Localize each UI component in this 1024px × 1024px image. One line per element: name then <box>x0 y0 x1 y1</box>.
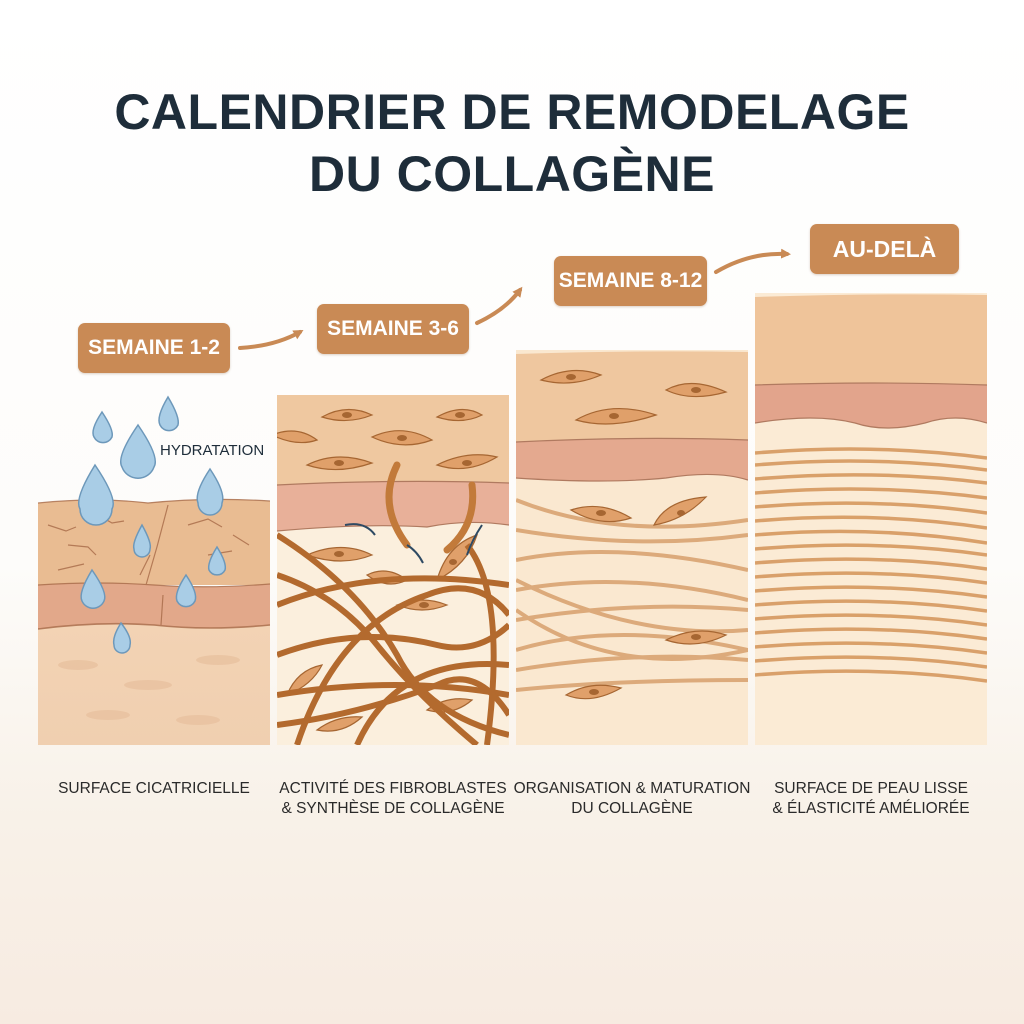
caption-line: SURFACE DE PEAU LISSE <box>774 780 968 797</box>
panel-fibroblast-activity <box>277 395 509 745</box>
page-title-line-2: DU COLLAGÈNE <box>309 146 715 202</box>
timeline-arrows <box>238 248 791 350</box>
stage-badge-week-3-6: SEMAINE 3-6 <box>317 304 469 354</box>
caption-collagen-organization: ORGANISATION & MATURATION DU COLLAGÈNE <box>510 779 754 819</box>
caption-line: ORGANISATION & MATURATION <box>513 780 751 797</box>
panel-smooth-skin <box>755 293 987 745</box>
caption-line: & SYNTHÈSE DE COLLAGÈNE <box>281 800 505 817</box>
stage-badge-week-1-2: SEMAINE 1-2 <box>78 323 230 373</box>
page-title-line-1: CALENDRIER DE REMODELAGE <box>114 84 910 140</box>
hydration-label: HYDRATATION <box>160 442 265 459</box>
water-drops-icon <box>77 395 227 654</box>
stage-badge-week-8-12: SEMAINE 8-12 <box>554 256 707 306</box>
caption-fibroblast-activity: ACTIVITÉ DES FIBROBLASTES & SYNTHÈSE DE … <box>272 779 514 819</box>
stage-badge-beyond: AU-DELÀ <box>810 224 959 274</box>
caption-line: SURFACE CICATRICIELLE <box>58 780 250 797</box>
caption-scar-surface: SURFACE CICATRICIELLE <box>38 779 270 799</box>
panel-collagen-organization <box>516 350 748 745</box>
caption-smooth-skin: SURFACE DE PEAU LISSE & ÉLASTICITÉ AMÉLI… <box>755 779 987 819</box>
caption-line: & ÉLASTICITÉ AMÉLIORÉE <box>772 800 970 817</box>
arrow-icon <box>238 248 791 350</box>
caption-line: DU COLLAGÈNE <box>571 800 693 817</box>
caption-line: ACTIVITÉ DES FIBROBLASTES <box>279 780 507 797</box>
